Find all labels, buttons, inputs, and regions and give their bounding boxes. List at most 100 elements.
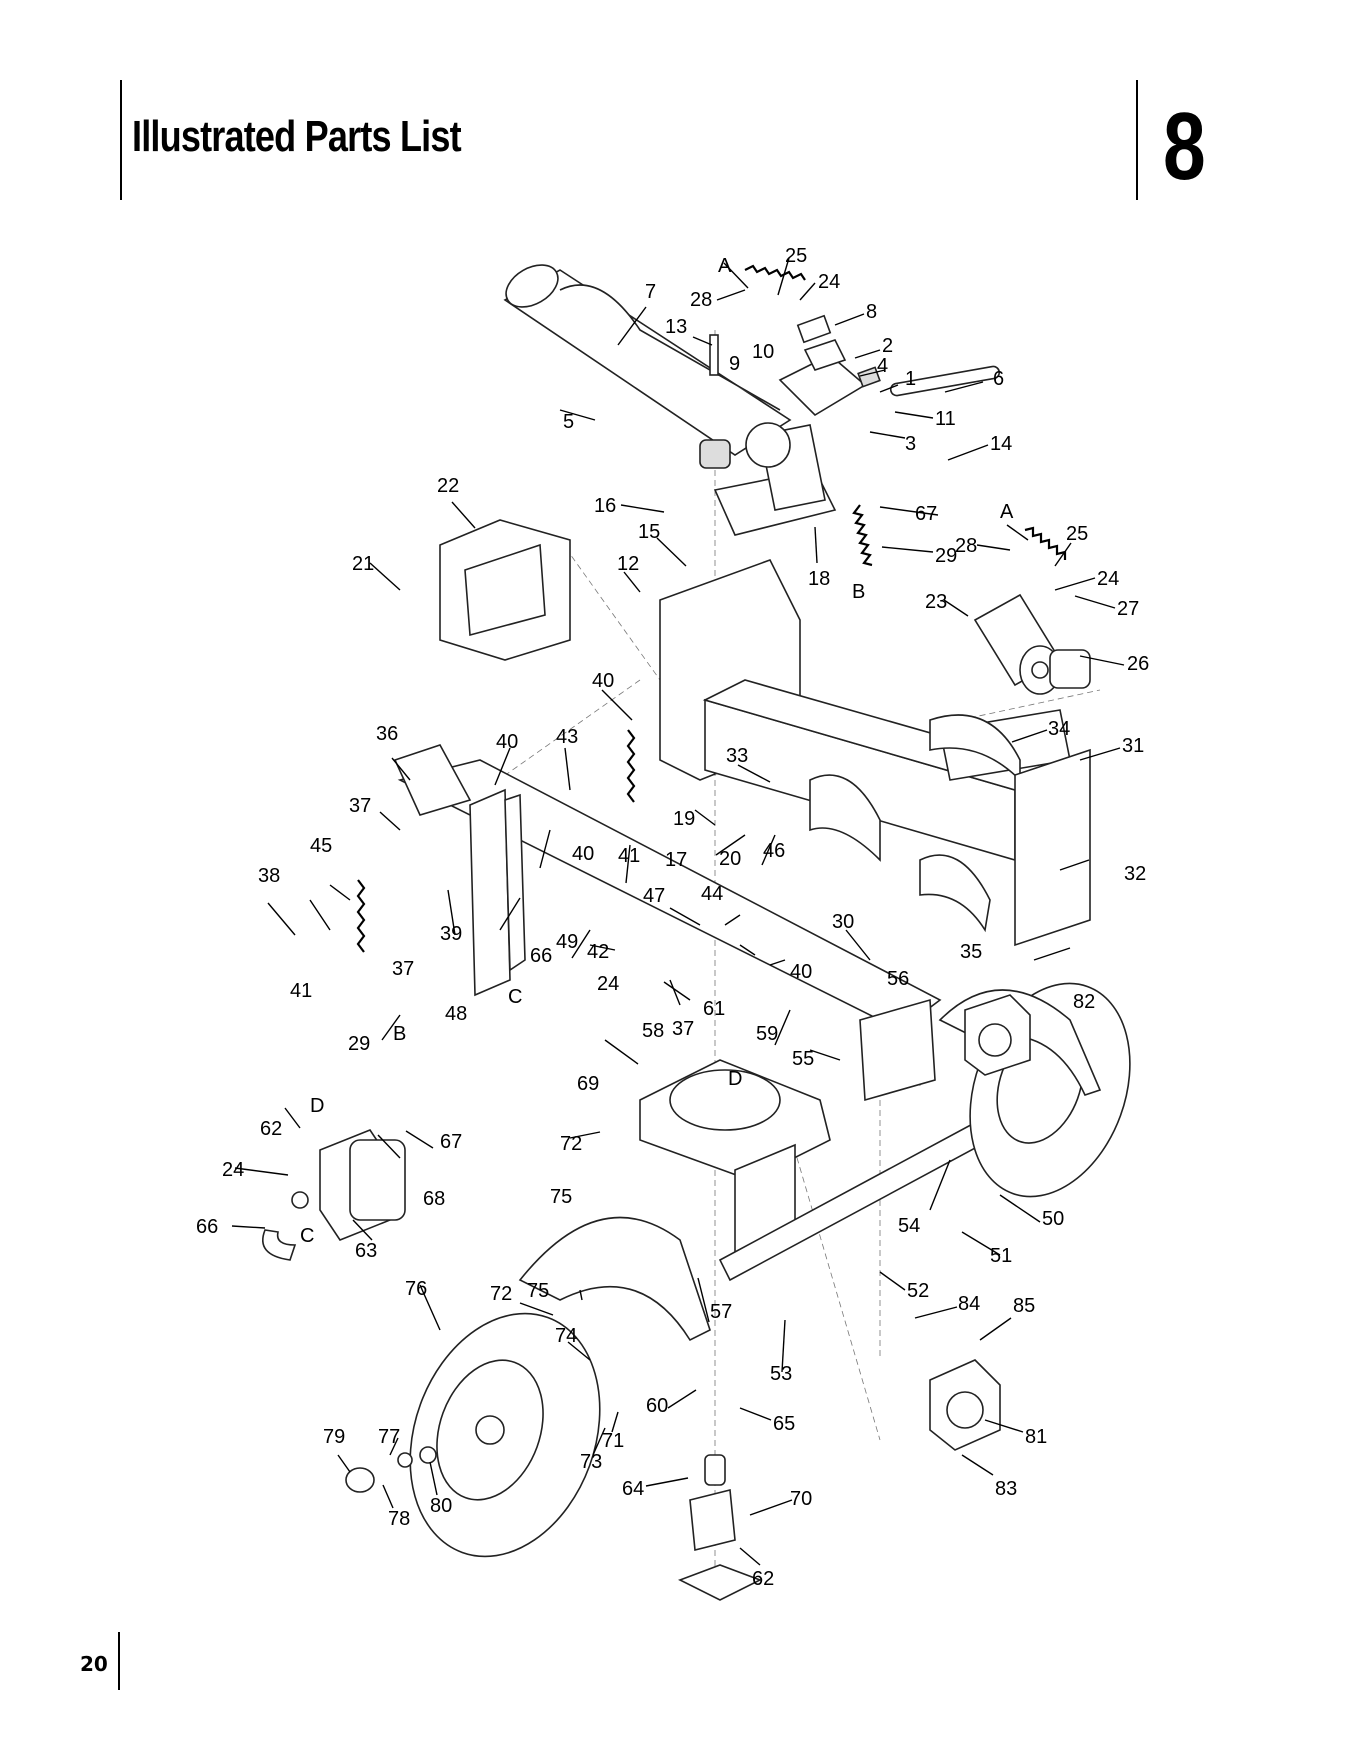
callout-40-2: 40 — [496, 731, 518, 753]
callout-71: 71 — [602, 1430, 624, 1452]
callout-78: 78 — [388, 1508, 410, 1530]
safety-chains — [356, 729, 636, 953]
wheels — [409, 982, 1131, 1558]
callout-51: 51 — [990, 1245, 1012, 1267]
hose-springs — [744, 264, 1067, 567]
header-rule-right — [1136, 80, 1138, 200]
callout-34: 34 — [1048, 718, 1070, 740]
callout-37-3: 37 — [672, 1018, 694, 1040]
axle — [718, 998, 992, 1282]
callout-43: 43 — [556, 726, 578, 748]
callout-10: 10 — [752, 341, 774, 363]
hydraulic-cylinder — [503, 264, 792, 469]
jack-stand — [469, 788, 526, 997]
callout-40-4: 40 — [790, 961, 812, 983]
callout-2: 2 — [882, 335, 893, 357]
callout-D-2: D — [310, 1095, 324, 1117]
callout-40: 40 — [592, 670, 614, 692]
callout-67: 67 — [915, 503, 937, 525]
callout-37: 37 — [349, 795, 371, 817]
callout-42: 42 — [587, 941, 609, 963]
callout-3: 3 — [905, 433, 916, 455]
callout-28-2: 28 — [955, 535, 977, 557]
callout-50: 50 — [1042, 1208, 1064, 1230]
callout-37-2: 37 — [392, 958, 414, 980]
callout-15: 15 — [638, 521, 660, 543]
wheel-hardware — [345, 1446, 437, 1493]
callout-12: 12 — [617, 553, 639, 575]
section-number: 8 — [1163, 93, 1206, 200]
callout-25: 25 — [785, 245, 807, 267]
callout-D: D — [728, 1068, 742, 1090]
engine-mount-plate — [639, 1059, 831, 1267]
callout-30: 30 — [832, 911, 854, 933]
callout-8: 8 — [866, 301, 877, 323]
tow-tongue — [393, 744, 942, 1031]
callout-18: 18 — [808, 568, 830, 590]
callout-73: 73 — [580, 1451, 602, 1473]
pump-coupler — [678, 1454, 762, 1601]
callout-29-2: 29 — [348, 1033, 370, 1055]
callout-24-2: 24 — [1097, 568, 1119, 590]
callout-26: 26 — [1127, 653, 1149, 675]
callout-14: 14 — [990, 433, 1012, 455]
callout-B: B — [852, 581, 865, 603]
callout-66-2: 66 — [196, 1216, 218, 1238]
callout-80: 80 — [430, 1495, 452, 1517]
callout-44: 44 — [701, 883, 723, 905]
callout-45: 45 — [310, 835, 332, 857]
callout-35: 35 — [960, 941, 982, 963]
footer-rule — [118, 1632, 120, 1690]
control-valve — [778, 339, 881, 417]
callout-60: 60 — [646, 1395, 668, 1417]
callout-54: 54 — [898, 1215, 920, 1237]
end-plate — [1014, 748, 1091, 947]
callout-C: C — [508, 986, 522, 1008]
callout-4: 4 — [877, 355, 888, 377]
callout-72-2: 72 — [490, 1283, 512, 1305]
callout-13: 13 — [665, 316, 687, 338]
callout-36: 36 — [376, 723, 398, 745]
header-rule-left — [120, 80, 122, 200]
callout-56: 56 — [887, 968, 909, 990]
cylinder-mount-bracket — [713, 422, 837, 536]
callout-55: 55 — [792, 1048, 814, 1070]
callout-47: 47 — [643, 885, 665, 907]
callout-6: 6 — [993, 368, 1004, 390]
callout-27: 27 — [1117, 598, 1139, 620]
valve-handle — [889, 365, 1001, 397]
callout-5: 5 — [563, 411, 574, 433]
hydraulic-pump — [262, 1129, 406, 1261]
callout-65: 65 — [773, 1413, 795, 1435]
callout-1: 1 — [905, 368, 916, 390]
callout-16: 16 — [594, 495, 616, 517]
callout-21: 21 — [352, 553, 374, 575]
callout-19: 19 — [673, 808, 695, 830]
callout-24-4: 24 — [222, 1159, 244, 1181]
callout-59: 59 — [756, 1023, 778, 1045]
callout-33: 33 — [726, 745, 748, 767]
callout-17: 17 — [665, 849, 687, 871]
hose-fittings — [709, 314, 832, 376]
page-number: 20 — [80, 1652, 108, 1676]
callout-41-2: 41 — [290, 980, 312, 1002]
callout-28: 28 — [690, 289, 712, 311]
callout-A-2: A — [1000, 501, 1014, 523]
callout-9: 9 — [729, 353, 740, 375]
callout-49: 49 — [556, 931, 578, 953]
callout-A: A — [718, 255, 732, 277]
callout-57: 57 — [710, 1301, 732, 1323]
callout-29: 29 — [935, 545, 957, 567]
callout-69: 69 — [577, 1073, 599, 1095]
callout-67-2: 67 — [440, 1131, 462, 1153]
page-title: Illustrated Parts List — [132, 112, 462, 161]
callout-7: 7 — [645, 281, 656, 303]
callout-70: 70 — [790, 1488, 812, 1510]
callout-48: 48 — [445, 1003, 467, 1025]
oil-filter — [973, 593, 1091, 695]
callout-41: 41 — [618, 845, 640, 867]
callout-66: 66 — [530, 945, 552, 967]
callout-22: 22 — [437, 475, 459, 497]
callout-20: 20 — [719, 848, 741, 870]
callout-76: 76 — [405, 1278, 427, 1300]
